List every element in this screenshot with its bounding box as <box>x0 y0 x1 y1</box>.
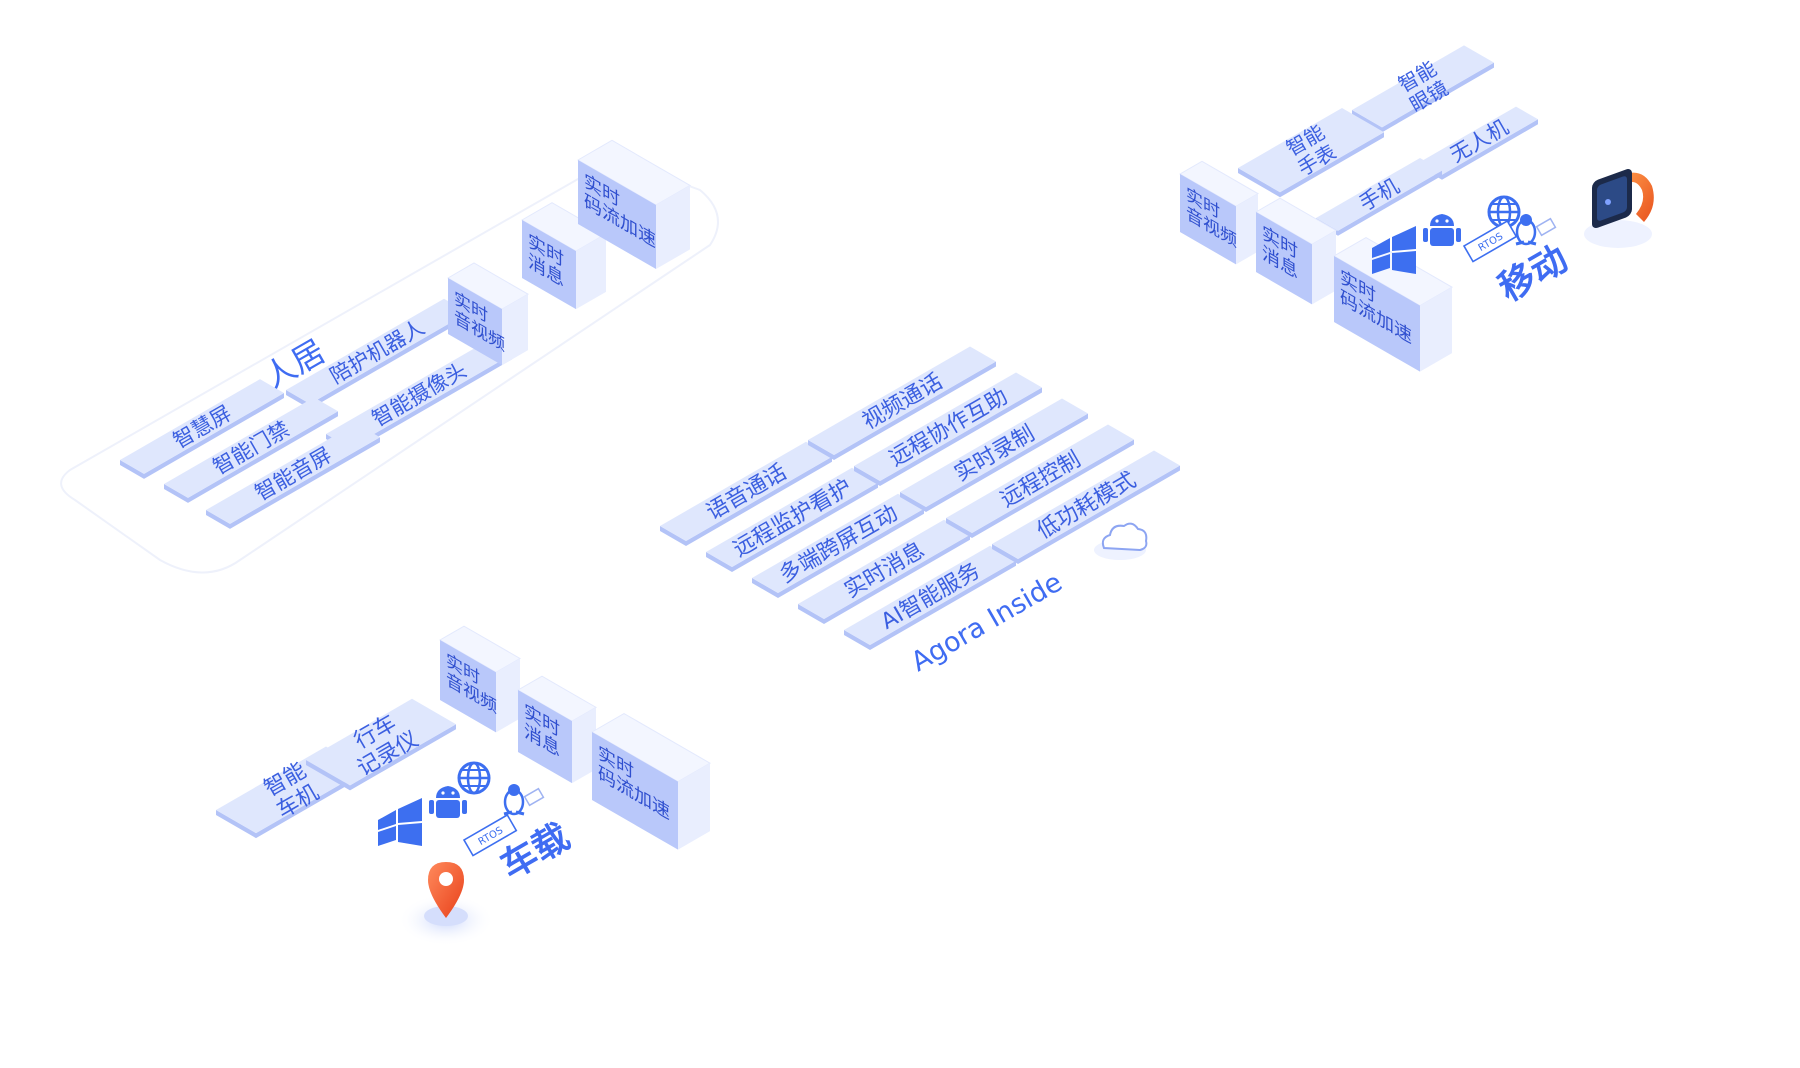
windows-icon <box>1372 226 1416 274</box>
block-front <box>522 220 576 310</box>
tile-face <box>854 372 1042 482</box>
block-side <box>502 294 528 366</box>
block-side <box>656 185 690 270</box>
tile-face <box>660 441 832 542</box>
tile-label: 智能摄像头 <box>368 358 471 431</box>
mobile-tile[interactable]: 智能手表 <box>1238 107 1384 198</box>
mobile-tile[interactable]: 智能眼镜 <box>1352 45 1494 133</box>
center-region: 语音通话视频通话远程监护看护远程协作互助多端跨屏互动实时录制实时消息远程控制AI… <box>660 346 1180 678</box>
smartwatch-icon <box>1584 169 1654 248</box>
vehicle-block[interactable]: 实时消息 <box>516 675 597 784</box>
tile-edge <box>706 482 878 573</box>
android-icon <box>1423 214 1461 246</box>
tile-face <box>1420 106 1538 175</box>
tile-face <box>706 467 878 568</box>
windows-icon <box>378 798 422 846</box>
web-icon <box>457 761 491 795</box>
tile-label: 无人机 <box>1446 115 1513 167</box>
tile-face <box>206 423 380 524</box>
block-front <box>592 732 678 850</box>
block-front <box>1334 256 1420 372</box>
block-side <box>1420 287 1452 372</box>
block-front <box>578 160 656 270</box>
tile-face <box>286 298 468 404</box>
tile-face <box>306 698 456 786</box>
home-block[interactable]: 实时消息 <box>521 202 607 310</box>
mobile-block[interactable]: 实时消息 <box>1254 197 1337 305</box>
vehicle-tile[interactable]: 行车记录仪 <box>306 698 456 791</box>
platform-icons: RTOS <box>378 761 545 857</box>
tile-face <box>1352 45 1494 128</box>
block-front <box>518 690 572 784</box>
block-front <box>1180 174 1236 265</box>
tile-face <box>164 397 338 498</box>
cloud-icon <box>1094 522 1148 560</box>
rtos-icon: RTOS <box>1462 219 1518 263</box>
tile-face <box>326 340 512 448</box>
mobile-region: 智能眼镜智能手表无人机手机 实时音视频实时消息实时码流加速 <box>1179 45 1654 372</box>
platform-icons: RTOS <box>1372 195 1557 274</box>
block-side <box>496 658 520 733</box>
linux-icon <box>503 784 545 816</box>
vehicle-block[interactable]: 实时码流加速 <box>590 712 712 850</box>
tile-face <box>1316 157 1442 231</box>
block-top <box>576 139 692 206</box>
block-side <box>1236 193 1258 265</box>
mobile-title: 移动 <box>1492 238 1575 310</box>
android-icon <box>429 786 467 818</box>
block-front <box>440 640 496 733</box>
tile-edge <box>798 534 970 625</box>
block-side <box>678 763 710 850</box>
tile-edge <box>660 456 832 547</box>
home-block[interactable]: 实时音视频 <box>446 262 530 366</box>
block-front <box>448 278 502 366</box>
linux-icon <box>1515 214 1557 246</box>
home-block[interactable]: 实时码流加速 <box>576 139 692 270</box>
tile-face <box>1238 107 1384 193</box>
mobile-tile[interactable]: 手机 <box>1316 157 1442 236</box>
tile-edge <box>844 560 1016 651</box>
block-front <box>1256 212 1312 305</box>
tile-face <box>808 346 996 456</box>
tile-face <box>900 398 1088 508</box>
tile-face <box>120 379 284 474</box>
tile-edge <box>120 393 284 479</box>
tile-face <box>752 493 924 594</box>
block-side <box>572 707 596 784</box>
tile-label: 陪护机器人 <box>326 315 429 388</box>
tile-face <box>946 424 1134 534</box>
vehicle-block[interactable]: 实时音视频 <box>438 625 521 733</box>
location-pin-icon <box>398 862 494 946</box>
block-side <box>1312 230 1336 305</box>
tile-face <box>992 450 1180 560</box>
block-side <box>576 233 606 310</box>
tile-face <box>844 545 1016 646</box>
mobile-block[interactable]: 实时码流加速 <box>1332 236 1454 372</box>
tile-edge <box>752 508 924 599</box>
tile-face <box>798 519 970 620</box>
